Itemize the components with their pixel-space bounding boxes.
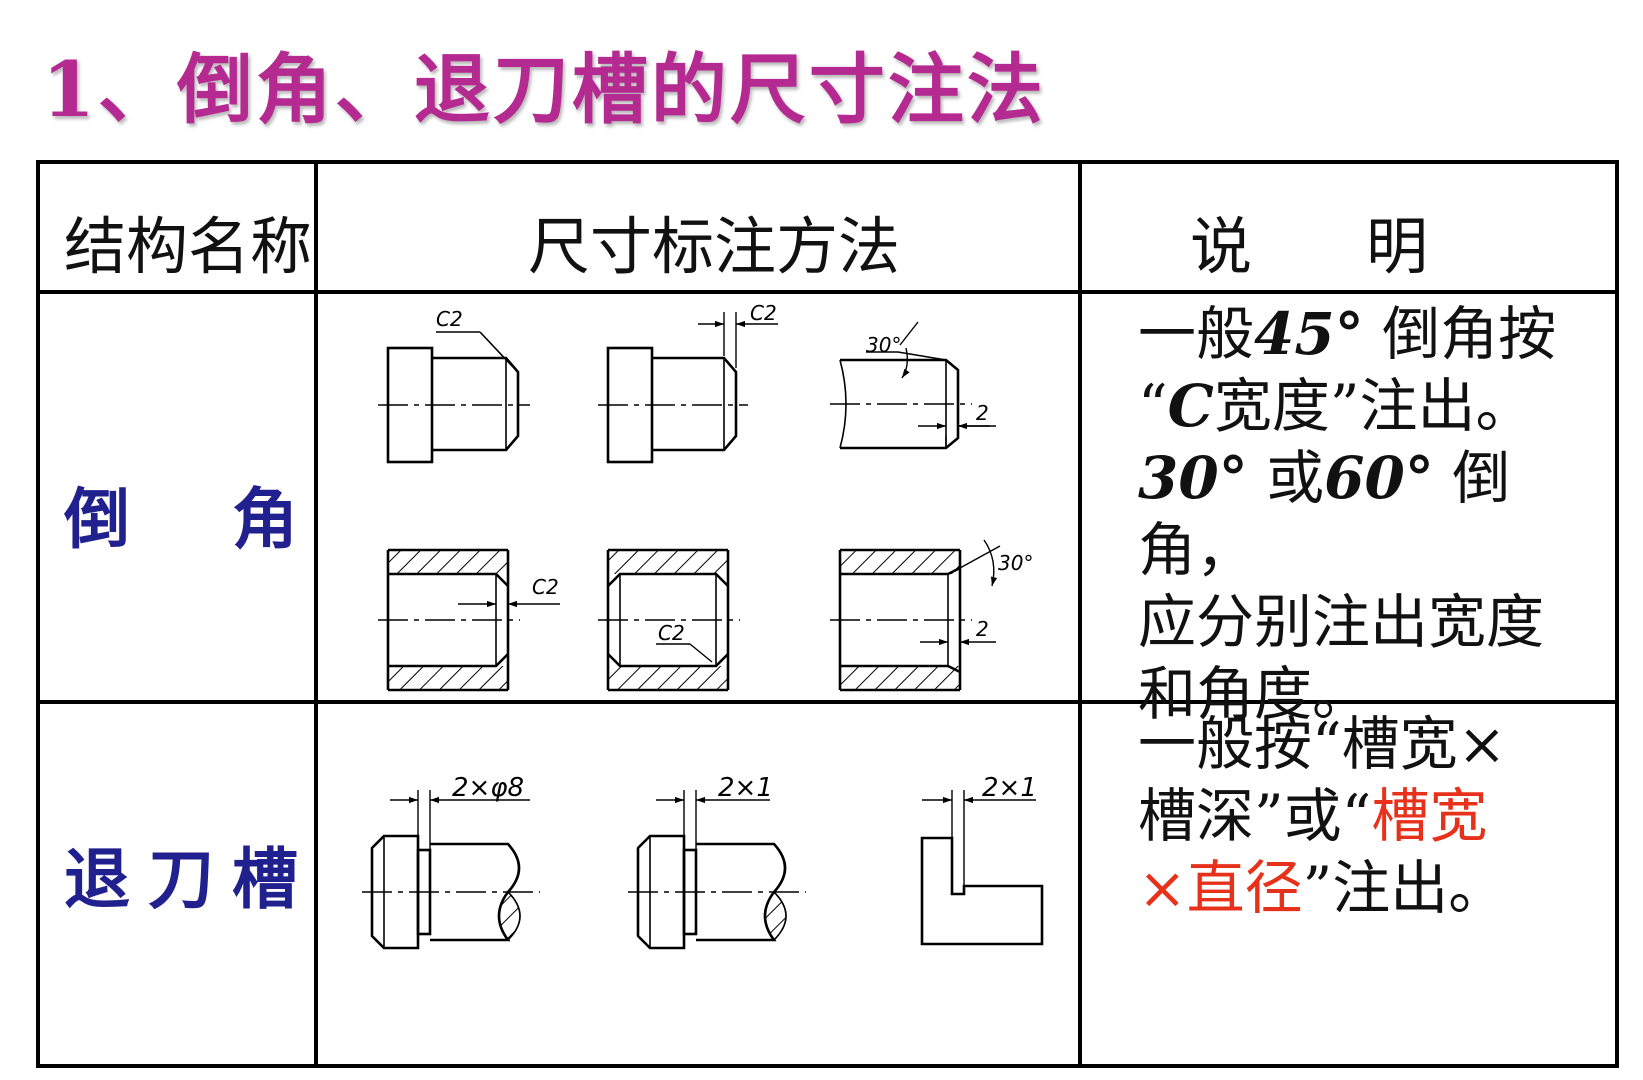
row-divider (36, 700, 1619, 704)
dim-label: 2×1 (718, 773, 773, 803)
desc-line: 槽深”或“槽宽 (1138, 782, 1488, 850)
table-frame (36, 160, 1619, 1068)
header-description-left: 说 (1190, 210, 1253, 283)
desc-line: “C宽度”注出。 (1138, 372, 1534, 440)
desc-line: 一般45° 倒角按 (1138, 300, 1557, 368)
desc-line: 一般按“槽宽× (1138, 710, 1507, 778)
header-structure-name: 结构名称 (64, 210, 313, 283)
desc-line: 和角度。 (1138, 660, 1371, 728)
dim-label: 30° (866, 333, 901, 357)
column-divider (314, 160, 318, 1068)
dim-label: C2 (532, 575, 559, 599)
undercut-description: 一般按“槽宽× 槽深”或“槽宽 ×直径”注出。 (1138, 708, 1608, 924)
chamfer-shaft-figure (378, 331, 530, 464)
undercut-diameter-figure (362, 790, 540, 950)
row-name-undercut-1: 退 (64, 840, 130, 918)
dim-label: 2×φ8 (452, 773, 524, 803)
desc-line: ×直径”注出。 (1138, 854, 1507, 922)
row-name-undercut-2: 刀 (148, 840, 214, 918)
desc-line: 应分别注出宽度 (1138, 588, 1545, 656)
dim-label: 2 (976, 401, 989, 425)
dim-label: 2×1 (982, 773, 1037, 803)
dim-label: C2 (436, 307, 463, 331)
row-name-chamfer-left: 倒 (64, 480, 130, 558)
undercut-profile-figure (920, 790, 1044, 946)
chamfer-hole-figure (378, 548, 560, 692)
chamfer-shaft-dim-figure (598, 312, 778, 464)
header-description-right: 明 (1366, 210, 1429, 283)
chamfer-shaft-angle-figure (830, 321, 996, 450)
chamfer-description: 一般45° 倒角按 “C宽度”注出。 30° 或60° 倒角， 应分别注出宽度 … (1138, 298, 1608, 730)
undercut-depth-figure (628, 790, 806, 950)
dim-label: C2 (658, 621, 685, 645)
dim-label: 30° (998, 551, 1033, 575)
row-name-chamfer-right: 角 (232, 480, 298, 558)
page-title: 1、倒角、退刀槽的尺寸注法 (42, 45, 1046, 134)
row-divider (36, 290, 1619, 294)
dim-label: 2 (976, 617, 989, 641)
dim-label: C2 (750, 301, 777, 325)
chamfer-hole-inner-figure (598, 548, 740, 692)
desc-line: 30° 或60° 倒角， (1138, 444, 1511, 584)
chamfer-hole-angle-figure (830, 539, 1001, 692)
header-dimension-method: 尺寸标注方法 (528, 210, 901, 283)
row-name-undercut-3: 槽 (232, 840, 298, 918)
column-divider (1078, 160, 1082, 1068)
